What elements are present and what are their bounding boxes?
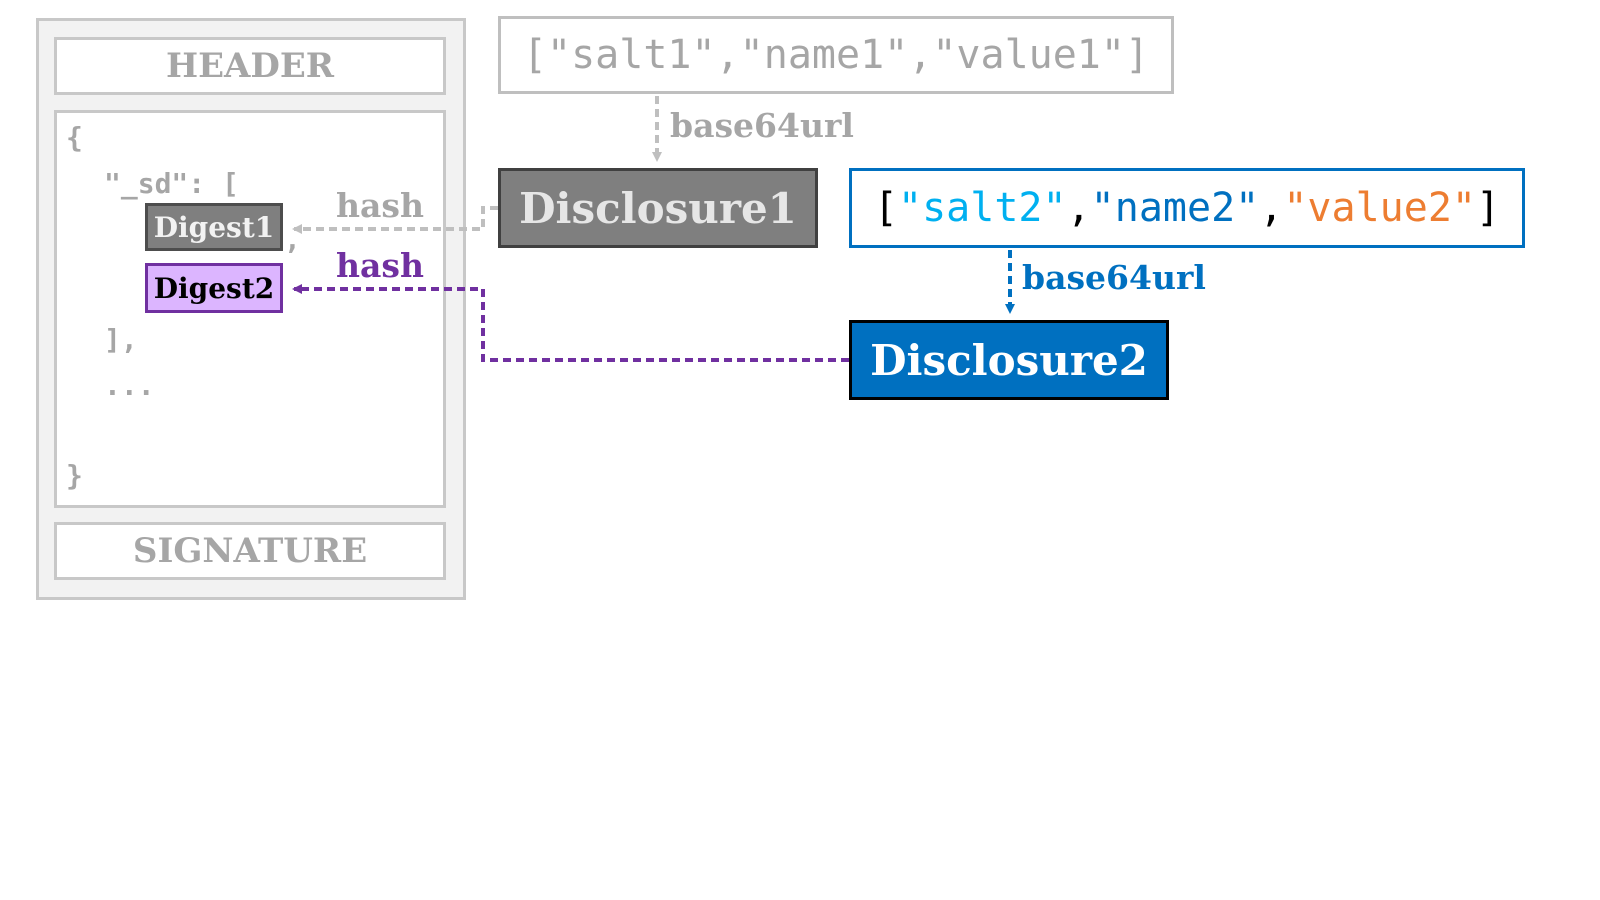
hash-label-2: hash: [336, 246, 424, 285]
disclosure1-box: Disclosure1: [498, 168, 818, 248]
jwt-signature: SIGNATURE: [54, 522, 446, 580]
array2-sep1: ,: [1066, 185, 1091, 231]
hash-arrow-2: [292, 284, 849, 362]
array2-open: [: [873, 185, 898, 231]
disclosure2-array: ["salt2","name2","value2"]: [849, 168, 1525, 248]
payload-sd-key: "_sd": [: [104, 167, 239, 200]
array2-close: ]: [1476, 185, 1501, 231]
digest1-box: Digest1: [145, 203, 283, 251]
disclosure2-box: Disclosure2: [849, 320, 1169, 400]
base64url-label-1: base64url: [670, 106, 854, 145]
array2-name: "name2": [1090, 185, 1260, 231]
jwt-header: HEADER: [54, 37, 446, 95]
hash-label-1: hash: [336, 186, 424, 225]
payload-ellipsis: ...: [104, 369, 155, 402]
payload-close-brace: }: [66, 459, 83, 492]
array2-sep2: ,: [1259, 185, 1284, 231]
array2-value: "value2": [1283, 185, 1476, 231]
disclosure1-array: ["salt1","name1","value1"]: [498, 16, 1174, 94]
hash-arrow-1: [292, 206, 498, 234]
base64url-label-2: base64url: [1022, 258, 1206, 297]
array2-salt: "salt2": [898, 185, 1067, 231]
payload-open-brace: {: [66, 121, 83, 154]
digest2-box: Digest2: [145, 263, 283, 313]
payload-close-bracket: ],: [104, 323, 138, 356]
